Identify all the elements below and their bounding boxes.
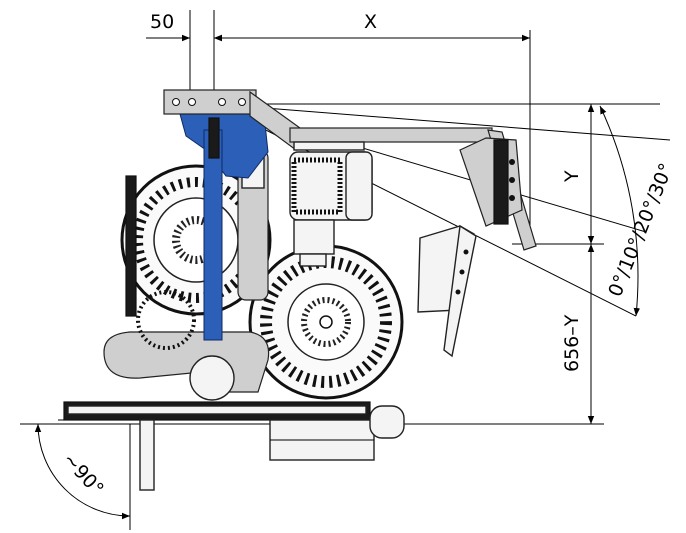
nozzle-head-upper: [459, 137, 523, 227]
dimension-lines: [20, 10, 671, 530]
lower-hose: [103, 290, 270, 401]
boom-arm: [163, 89, 537, 251]
dimension-x-label: X: [364, 11, 377, 33]
rotation-angle-label: ~90°: [58, 449, 108, 501]
dimension-50-label: 50: [150, 11, 174, 33]
dimension-y-label: Y: [561, 170, 583, 183]
machine-assembly: [58, 89, 537, 491]
base-rail: [58, 401, 405, 491]
nozzle-head-lower: [417, 224, 477, 358]
right-blower: [248, 244, 404, 400]
blue-frame: [179, 113, 269, 341]
left-blower: [120, 164, 272, 317]
tilt-angle-label: 0°/10°/20°/30°: [604, 160, 678, 300]
dimension-656-y-label: 656–Y: [561, 314, 583, 372]
motor: [289, 151, 373, 267]
